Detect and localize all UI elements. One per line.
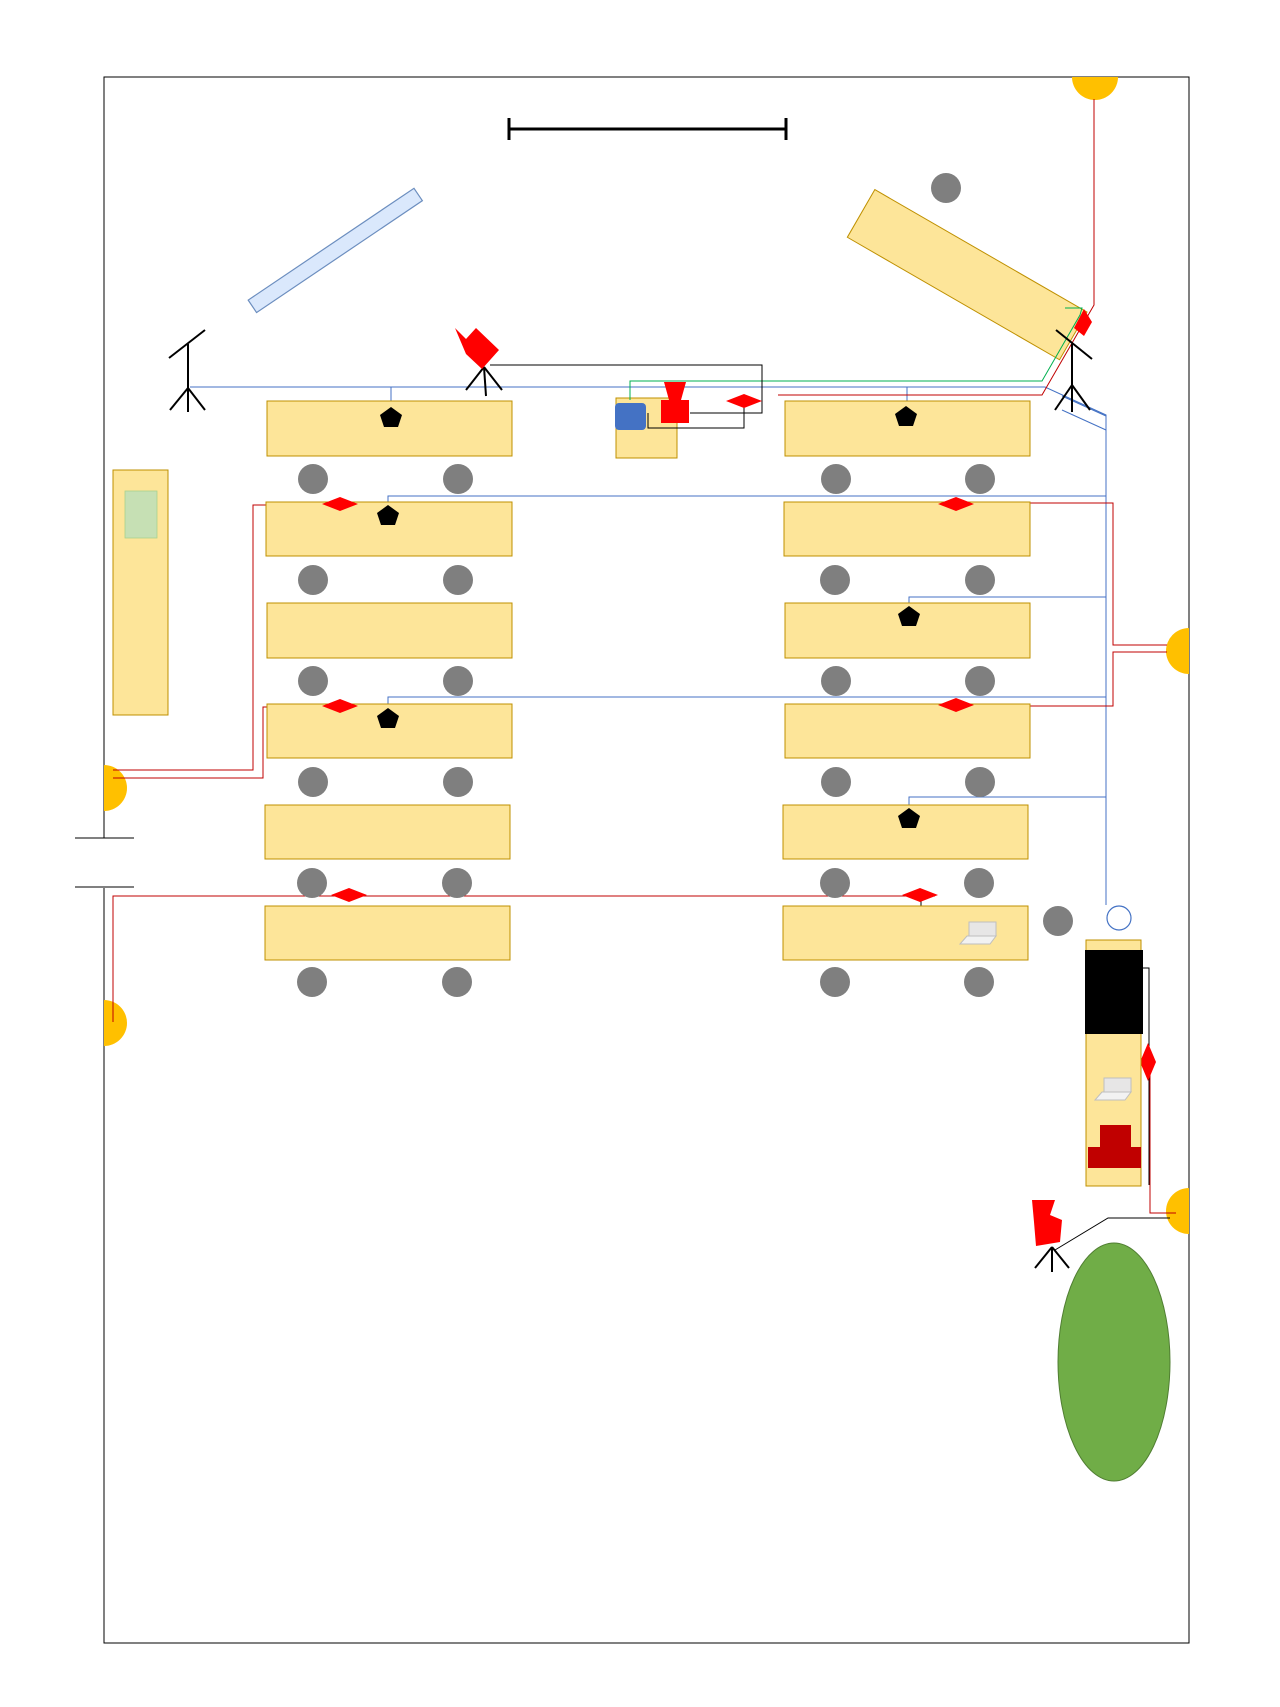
chair bbox=[442, 868, 472, 898]
plant-icon bbox=[1057, 1242, 1171, 1482]
table bbox=[264, 905, 511, 961]
network-socket-icon bbox=[377, 406, 920, 828]
chair bbox=[931, 173, 961, 203]
tripod-icon bbox=[1054, 329, 1093, 412]
network-cable-rail bbox=[1061, 395, 1107, 431]
green-cable bbox=[629, 307, 1083, 400]
chair bbox=[1043, 906, 1073, 936]
camera-on-tripod-icon bbox=[1032, 1200, 1070, 1272]
sticky-note bbox=[124, 490, 158, 539]
projection-screen bbox=[247, 187, 424, 314]
chair bbox=[965, 565, 995, 595]
chair bbox=[298, 666, 328, 696]
chair bbox=[297, 967, 327, 997]
chair bbox=[820, 868, 850, 898]
power-outlet-icon bbox=[104, 1000, 127, 1046]
power-outlet-icon bbox=[1166, 628, 1189, 674]
projector-icon bbox=[661, 382, 689, 423]
printer-icon bbox=[1088, 1125, 1141, 1168]
power-outlet-icon bbox=[1072, 77, 1118, 100]
chair bbox=[443, 666, 473, 696]
power-strip-icon bbox=[322, 309, 1156, 1081]
side-shelf bbox=[112, 469, 169, 716]
chair bbox=[820, 967, 850, 997]
table-row-3 bbox=[266, 602, 1031, 696]
chair bbox=[964, 868, 994, 898]
table bbox=[266, 602, 513, 659]
chair bbox=[820, 565, 850, 595]
chair bbox=[965, 464, 995, 494]
power-outlet-icon bbox=[104, 765, 127, 811]
table bbox=[264, 804, 511, 860]
whiteboard-icon bbox=[507, 118, 788, 140]
chair bbox=[821, 464, 851, 494]
chair bbox=[965, 767, 995, 797]
tripod-icon bbox=[168, 329, 206, 412]
power-outlet-icon bbox=[1166, 1188, 1189, 1234]
door-icon bbox=[75, 837, 134, 888]
table-row-4 bbox=[266, 703, 1031, 797]
chair bbox=[964, 967, 994, 997]
device-icon bbox=[615, 403, 646, 430]
table bbox=[783, 501, 1031, 557]
chair bbox=[298, 464, 328, 494]
chair bbox=[443, 464, 473, 494]
chair bbox=[442, 967, 472, 997]
chair bbox=[297, 868, 327, 898]
chair bbox=[298, 767, 328, 797]
chair bbox=[298, 565, 328, 595]
table bbox=[784, 703, 1031, 759]
display-monitor bbox=[1085, 950, 1143, 1034]
chair bbox=[821, 767, 851, 797]
angled-table bbox=[846, 188, 1088, 361]
chair bbox=[821, 666, 851, 696]
camera-on-tripod-icon bbox=[455, 328, 503, 397]
chair bbox=[965, 666, 995, 696]
power-cables bbox=[112, 99, 1176, 1214]
laptop-icon bbox=[958, 921, 997, 945]
table-row-6 bbox=[264, 905, 1029, 997]
network-port-icon bbox=[1106, 905, 1132, 931]
laptop-icon bbox=[1093, 1077, 1132, 1101]
chair bbox=[443, 767, 473, 797]
chair bbox=[443, 565, 473, 595]
